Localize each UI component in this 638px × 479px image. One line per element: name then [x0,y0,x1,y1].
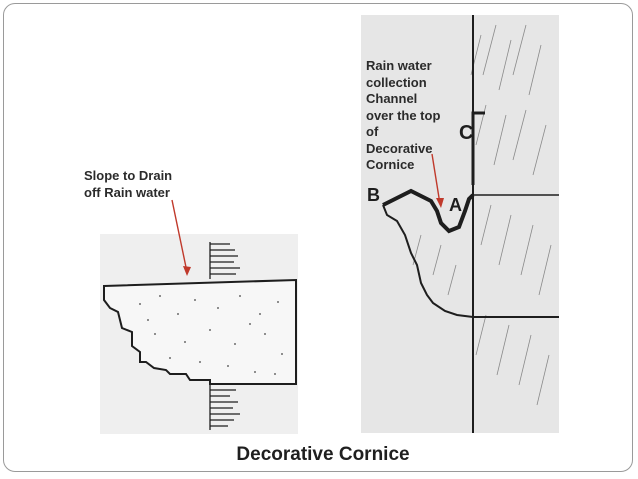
channel-profile [382,188,475,234]
letter-c: C [459,122,473,144]
letter-b: B [367,185,380,205]
hatch-texture [412,24,552,406]
letter-a: A [449,195,462,215]
moulding-profile [382,204,559,318]
wall-hatch-top [209,242,240,279]
slope-callout: Slope to Drain off Rain water [84,168,173,200]
wall-hatch-bottom [209,384,240,430]
concrete-speckle [139,295,283,375]
slide-frame: C B A Slope to Drain off Rain water Rain… [3,3,633,472]
cornice-body [103,278,297,385]
channel-section-drawing: C B A [361,15,559,433]
c-hook [471,111,485,185]
channel-callout: Rain water collection Channel over the t… [366,58,441,172]
slide-title: Decorative Cornice [236,444,410,465]
cornice-section-drawing [100,234,298,434]
